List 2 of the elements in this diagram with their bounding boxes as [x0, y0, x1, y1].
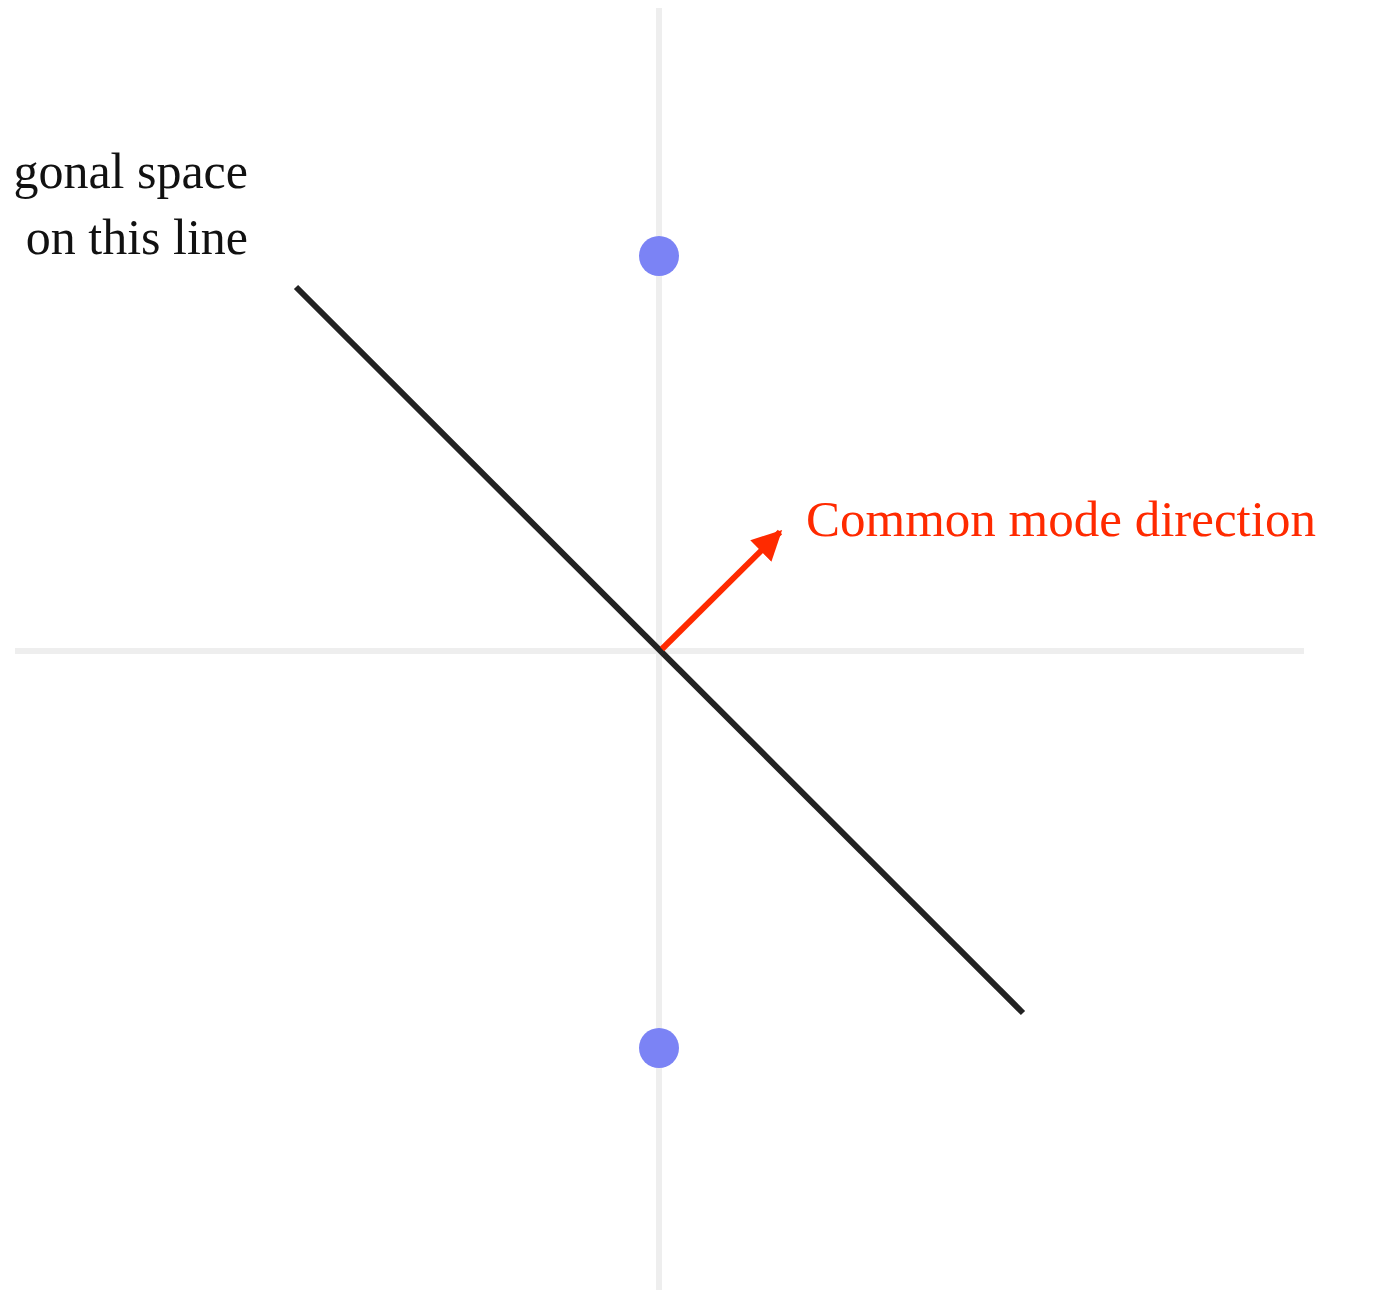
annotation-text: Common mode direction [806, 490, 1316, 549]
annotation-text: gonal space on this line [12, 142, 248, 267]
